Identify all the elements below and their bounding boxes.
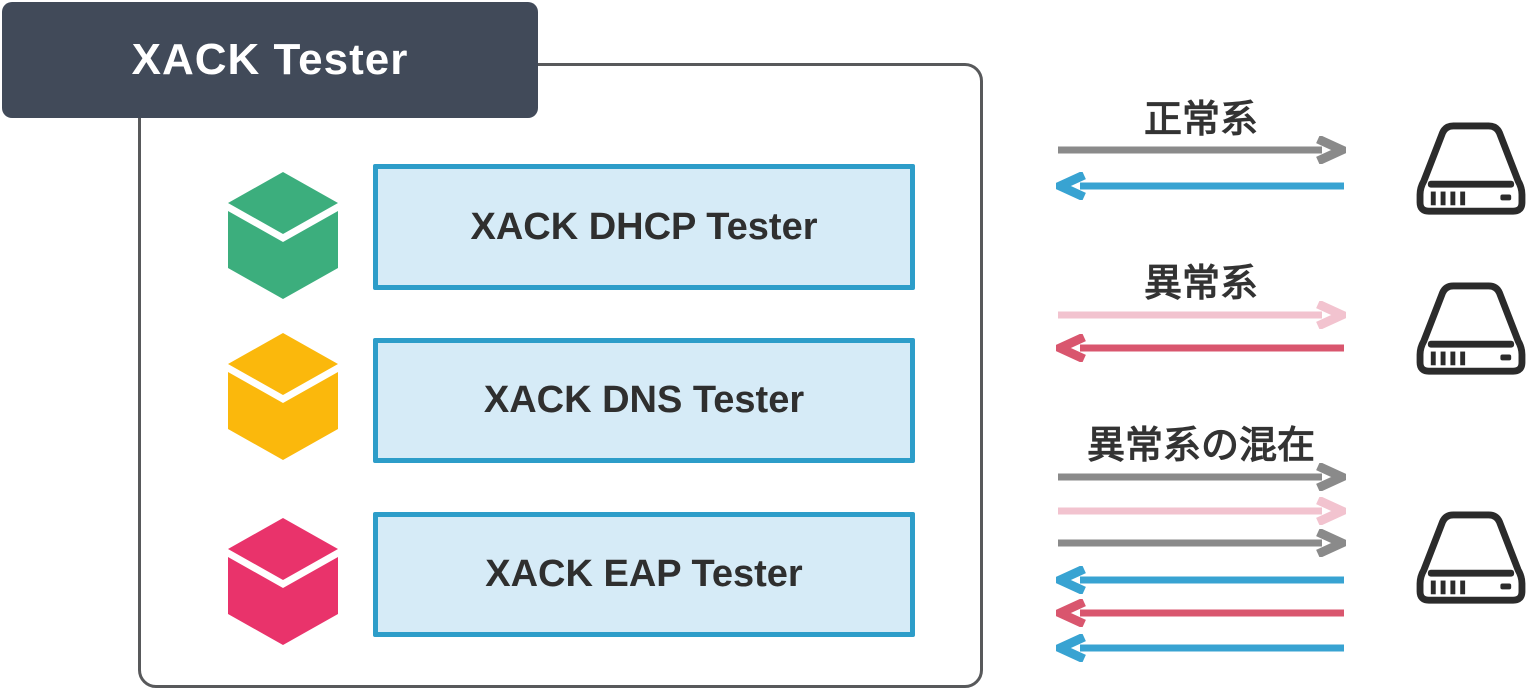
cube-body [228, 211, 338, 299]
flow-arrow-right [1058, 497, 1346, 525]
server-vent [1430, 580, 1436, 595]
dns-cube-icon [228, 333, 338, 460]
cube-body [228, 557, 338, 645]
flow-arrow-left [1056, 172, 1344, 200]
server-ledge [1427, 180, 1515, 188]
tester-label-dns: XACK DNS Tester [483, 379, 805, 421]
server-icon-abnormal [1416, 282, 1526, 375]
server-vent [1460, 351, 1466, 366]
server-led [1500, 354, 1512, 361]
flow-arrow-right [1058, 529, 1346, 557]
flow-arrow-left [1056, 566, 1344, 594]
server-vent [1450, 191, 1456, 206]
flow-arrow-right [1058, 463, 1346, 491]
server-vent [1430, 351, 1436, 366]
server-vent [1440, 580, 1446, 595]
server-vent [1440, 191, 1446, 206]
server-vent [1450, 351, 1456, 366]
flow-arrow-left [1056, 599, 1344, 627]
server-outline [1416, 511, 1526, 604]
flow-label-normal: 正常系 [1143, 99, 1258, 141]
server-vent [1440, 351, 1446, 366]
flow-arrow-left [1056, 634, 1344, 662]
server-icon-mixed [1416, 511, 1526, 604]
flow-label-abnormal: 異常系 [1143, 263, 1258, 305]
flow-arrow-right [1058, 136, 1346, 164]
cube-body [228, 372, 338, 460]
server-led [1500, 583, 1512, 590]
cube-top-face [228, 172, 338, 234]
server-outline [1416, 122, 1526, 215]
tester-label-eap: XACK EAP Tester [485, 553, 803, 595]
tester-label-dhcp: XACK DHCP Tester [470, 205, 818, 248]
flow-arrow-right [1058, 301, 1346, 329]
server-vent [1450, 580, 1456, 595]
server-vent [1430, 191, 1436, 206]
server-vent [1460, 191, 1466, 206]
tester-box-dhcp: XACK DHCP Tester [373, 164, 915, 290]
server-ledge [1427, 569, 1515, 577]
tester-box-dns: XACK DNS Tester [373, 338, 915, 463]
cube-top-face [228, 333, 338, 395]
server-vent [1460, 580, 1466, 595]
server-led [1500, 194, 1512, 201]
server-icon-normal [1416, 122, 1526, 215]
xack-tester-title: XACK Tester [2, 2, 538, 118]
eap-cube-icon [228, 518, 338, 645]
server-ledge [1427, 340, 1515, 348]
xack-tester-title-label: XACK Tester [131, 35, 409, 84]
tester-box-eap: XACK EAP Tester [373, 512, 915, 637]
flow-arrow-left [1056, 334, 1344, 362]
flow-label-mixed: 異常系の混在 [1086, 425, 1315, 467]
server-outline [1416, 282, 1526, 375]
cube-top-face [228, 518, 338, 580]
dhcp-cube-icon [228, 172, 338, 299]
